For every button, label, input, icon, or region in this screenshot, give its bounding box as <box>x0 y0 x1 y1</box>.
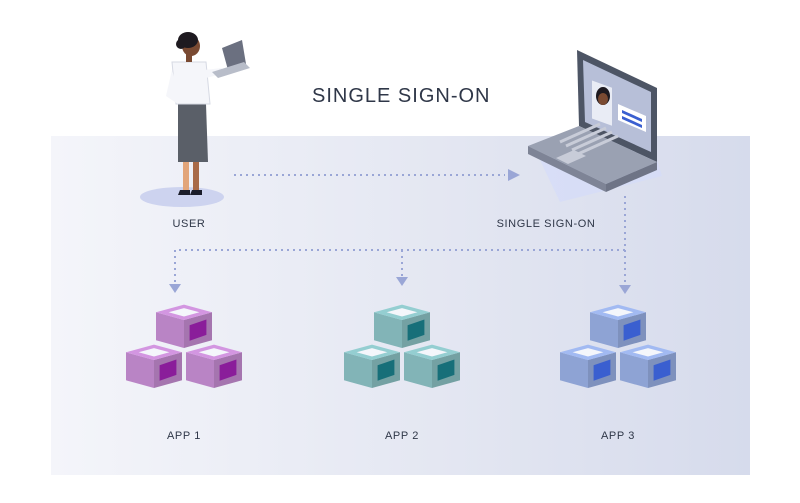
app-3-cube-left-left-face <box>560 352 588 388</box>
app-3-cube-top-accent-window <box>623 319 641 341</box>
diagram-title: SINGLE SIGN-ON <box>312 85 491 107</box>
app-1-cube-top-accent-window <box>189 319 207 341</box>
app-2-cube-top-left-face <box>374 312 402 348</box>
connectors <box>174 174 626 284</box>
app-2-cube-left-top-inset <box>356 348 388 357</box>
app-3-cube-right-top-inset <box>632 348 664 357</box>
app1-label: APP 1 <box>167 430 201 442</box>
arrowhead-to-sso <box>508 169 520 181</box>
app-1-cube-top-top-inset <box>168 308 200 317</box>
arrowhead-to-app2 <box>396 277 408 286</box>
held-laptop-icon <box>212 40 250 78</box>
app-2-cube-left-left-face <box>344 352 372 388</box>
app-2-cube-top-top-inset <box>386 308 418 317</box>
app-3-cube-right-left-face <box>620 352 648 388</box>
app-2-cube-left-accent-window <box>377 359 395 381</box>
app-1-cube-cluster-icon <box>126 304 242 388</box>
app-3-cube-left-top-inset <box>572 348 604 357</box>
arrowhead-to-app1 <box>169 284 181 293</box>
app-2-cube-right-accent-window <box>437 359 455 381</box>
app-2-cube-cluster-icon <box>344 304 460 388</box>
user-floor-shadow <box>140 187 224 207</box>
app-3-cube-right-accent-window <box>653 359 671 381</box>
app-1-cube-right-accent-window <box>219 359 237 381</box>
app-3-cube-top-left-face <box>590 312 618 348</box>
app3-label: APP 3 <box>601 430 635 442</box>
app2-label: APP 2 <box>385 430 419 442</box>
app-1-cube-right-top-inset <box>198 348 230 357</box>
app-3-cube-cluster-icon <box>560 304 676 388</box>
app-2-cube-right-top-inset <box>416 348 448 357</box>
app-3-cube-left-accent-window <box>593 359 611 381</box>
sso-label: SINGLE SIGN-ON <box>496 218 596 230</box>
app-1-cube-right-left-face <box>186 352 214 388</box>
arrowhead-to-app3 <box>619 285 631 294</box>
sso-laptop-icon <box>528 50 662 202</box>
app-1-cube-left-accent-window <box>159 359 177 381</box>
app-1-cube-top-left-face <box>156 312 184 348</box>
apps-layer <box>126 304 676 388</box>
app-3-cube-top-top-inset <box>602 308 634 317</box>
app-2-cube-top-accent-window <box>407 319 425 341</box>
user-figure <box>166 32 250 195</box>
app-1-cube-left-top-inset <box>138 348 170 357</box>
app-2-cube-right-left-face <box>404 352 432 388</box>
app-1-cube-left-left-face <box>126 352 154 388</box>
user-label: USER <box>172 218 206 230</box>
